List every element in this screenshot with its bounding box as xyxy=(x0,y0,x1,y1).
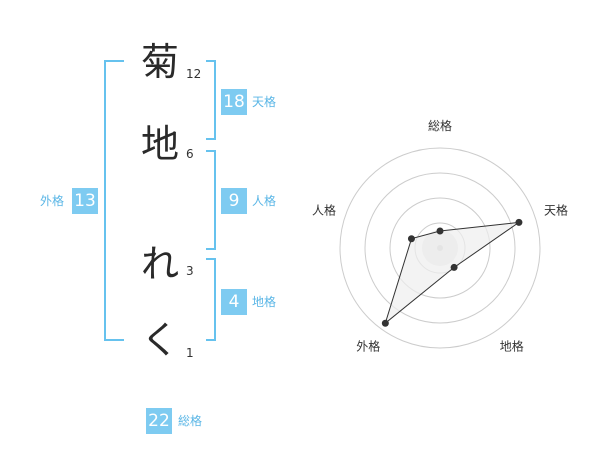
gaikaku-badge: 13 xyxy=(72,188,98,214)
chikaku-label: 地格 xyxy=(252,295,277,309)
radar-grid-ring-3 xyxy=(364,172,516,324)
radar-series-polygon xyxy=(384,221,520,325)
radar-point-4 xyxy=(381,319,389,327)
chikaku-badge: 4 xyxy=(221,289,247,315)
radar-point-5 xyxy=(407,235,415,243)
name-char-4: く xyxy=(140,318,179,362)
stroke-count-3: 3 xyxy=(186,264,194,278)
radar-grid-ring-2 xyxy=(389,197,491,299)
jinkaku-label: 人格 xyxy=(252,194,277,208)
radar-grid-ring-4 xyxy=(339,147,541,349)
tenkaku-badge: 18 xyxy=(221,89,247,115)
radar-axis-label-5: 人格 xyxy=(312,202,336,217)
soukaku-badge: 22 xyxy=(146,408,172,434)
jinkaku-badge: 9 xyxy=(221,188,247,214)
gaikaku-bracket xyxy=(104,60,124,341)
radar-axis-label-4: 外格 xyxy=(356,339,380,354)
jinkaku-bracket xyxy=(206,150,216,250)
name-char-2: 地 xyxy=(140,122,179,166)
chikaku-bracket xyxy=(206,258,216,341)
name-char-3: れ xyxy=(140,242,179,286)
tenkaku-label: 天格 xyxy=(252,95,277,109)
radar-point-1 xyxy=(436,227,444,235)
radar-axis-label-3: 地格 xyxy=(500,339,524,354)
radar-axis-label-1: 総格 xyxy=(428,118,452,133)
soukaku-label: 総格 xyxy=(178,414,203,428)
radar-point-3 xyxy=(450,263,458,271)
radar-point-2 xyxy=(515,218,523,226)
name-char-1: 菊 xyxy=(140,40,179,84)
stroke-count-2: 6 xyxy=(186,147,194,161)
tenkaku-bracket xyxy=(206,60,216,140)
radar-axis-label-2: 天格 xyxy=(544,202,568,217)
gaikaku-label: 外格 xyxy=(40,194,65,208)
stroke-count-4: 1 xyxy=(186,346,194,360)
stroke-count-1: 12 xyxy=(186,67,202,81)
